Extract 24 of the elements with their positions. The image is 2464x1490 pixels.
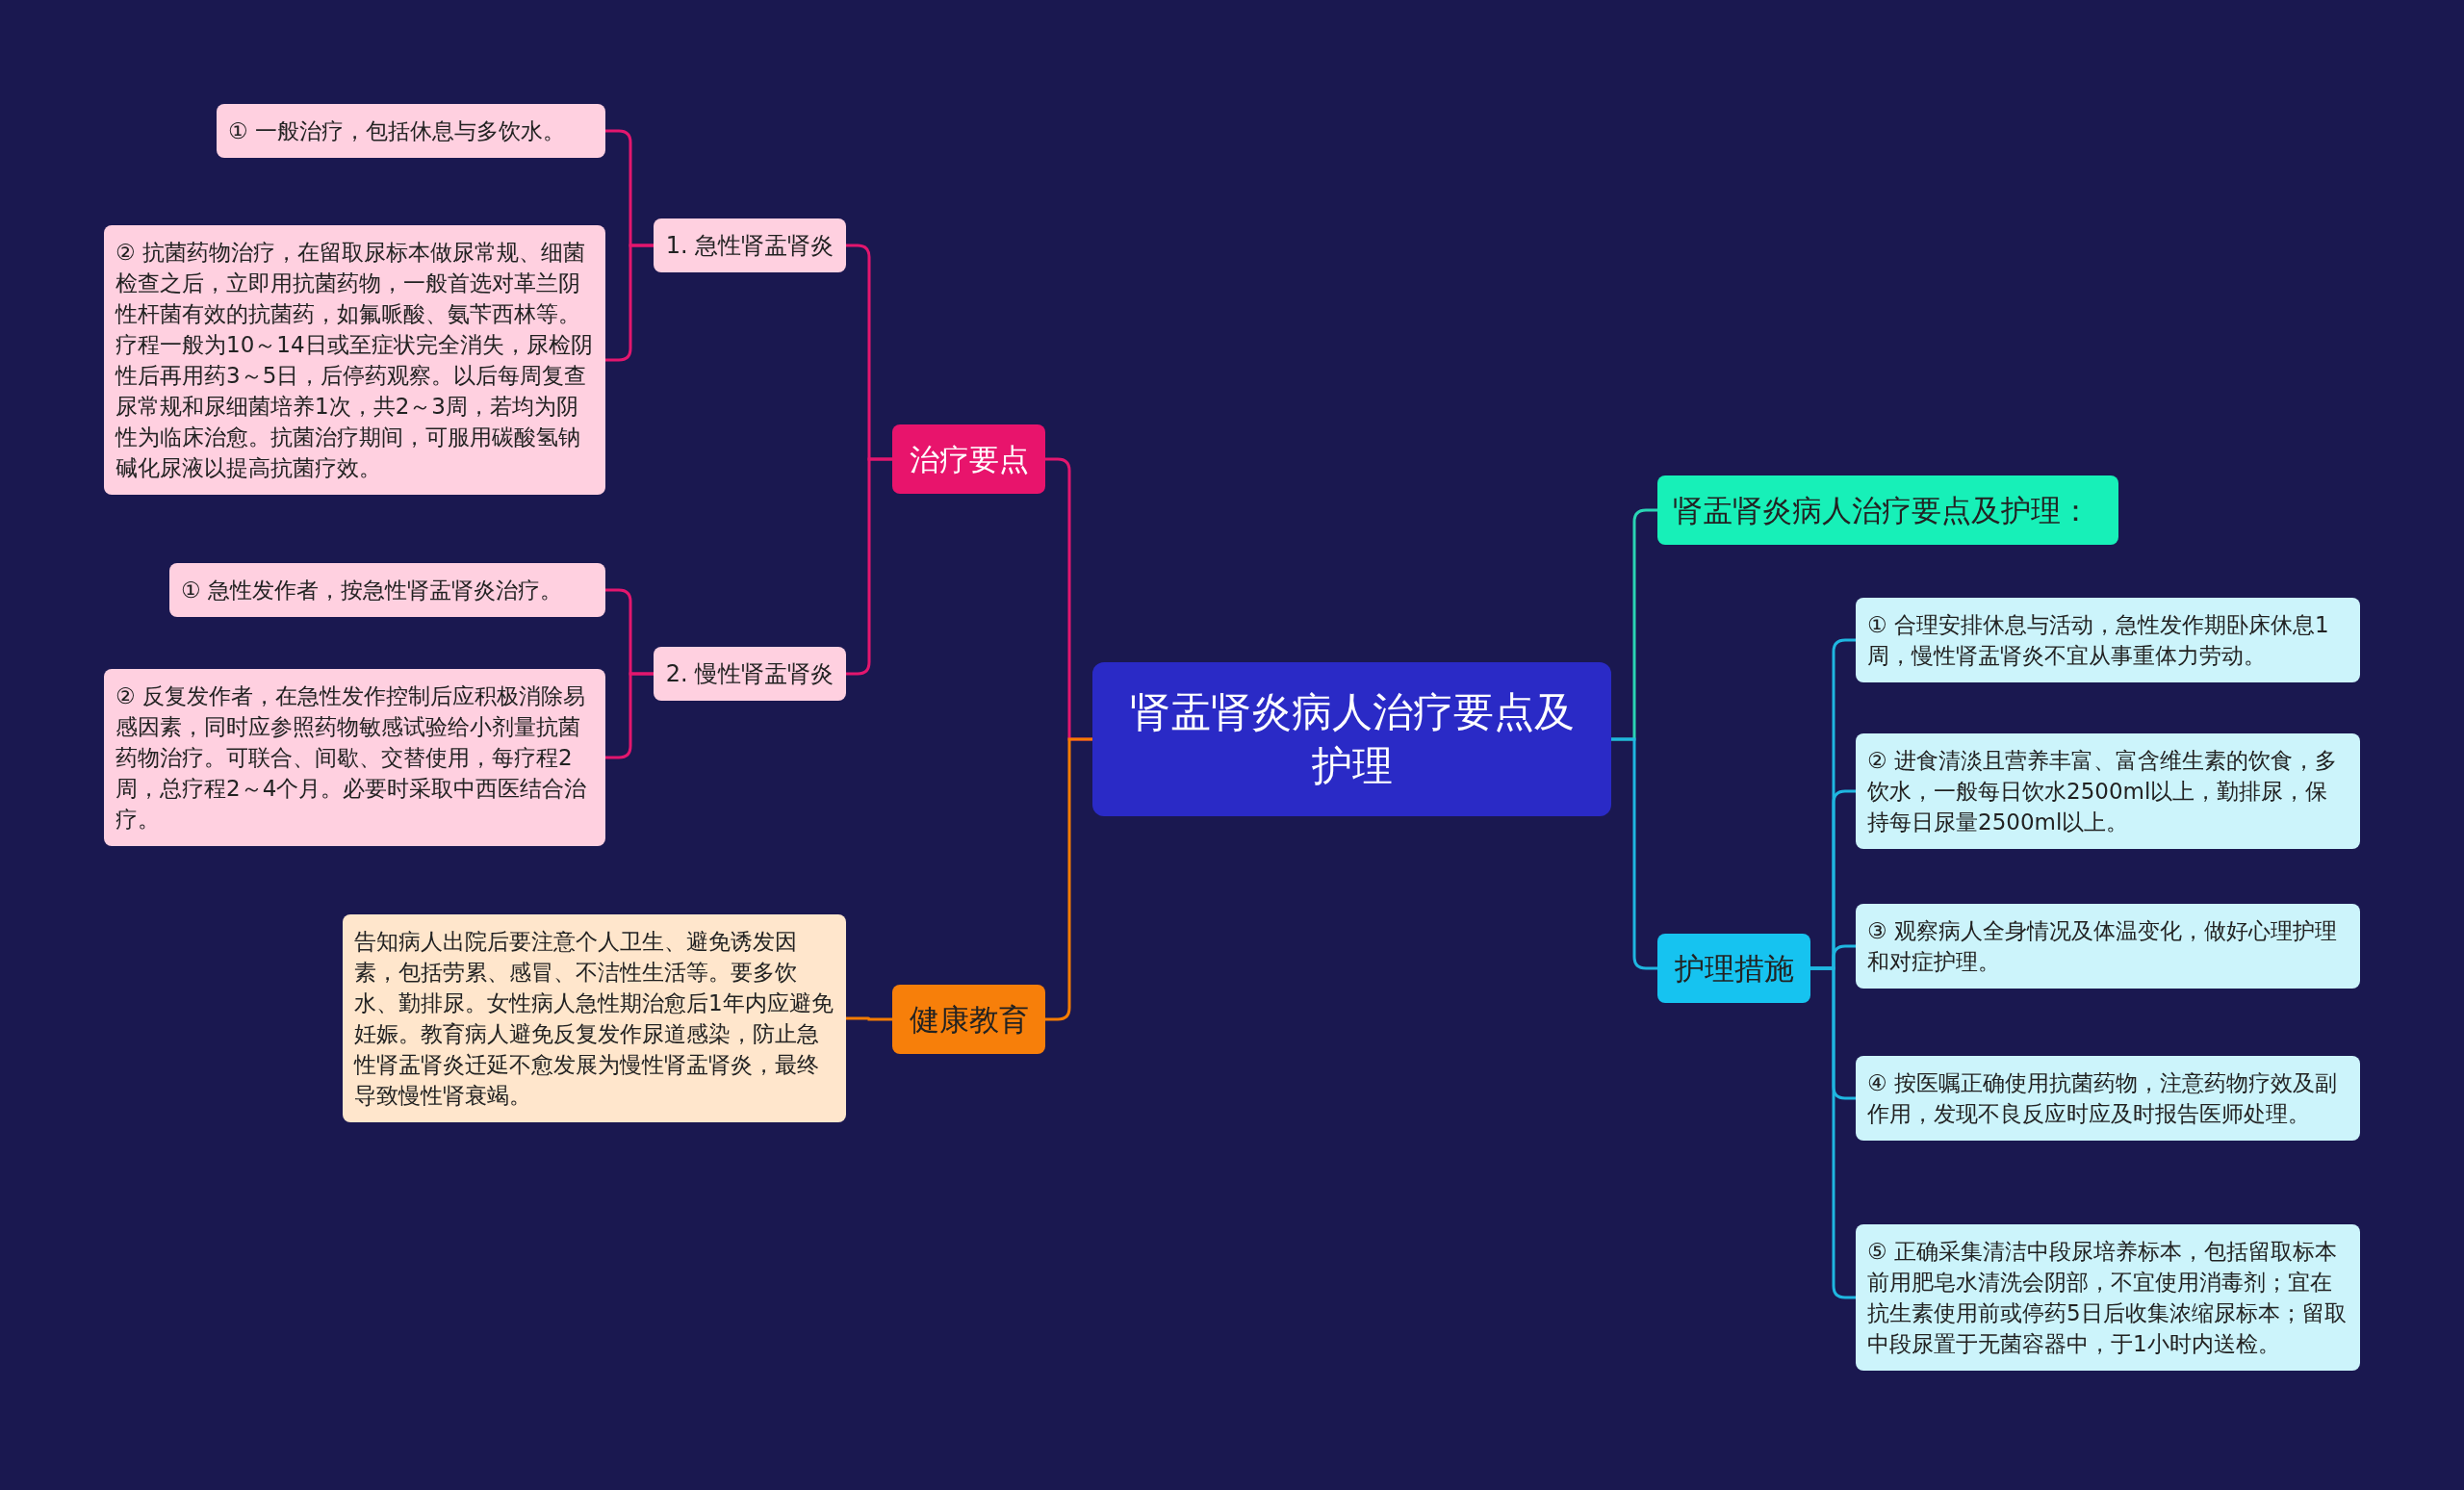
note-box: ⑤ 正确采集清洁中段尿培养标本，包括留取标本前用肥皂水清洗会阴部，不宜使用消毒剂；宜在抗生素使用前或停药5日后收集浓缩尿标本；留取中段尿置于无菌容器中，于1小时内送检。	[1856, 1224, 2360, 1371]
note-box: ② 进食清淡且营养丰富、富含维生素的饮食，多饮水，一般每日饮水2500ml以上，勤排尿，保持每日尿量2500ml以上。	[1856, 733, 2360, 849]
central-topic: 肾盂肾炎病人治疗要点及护理	[1092, 662, 1611, 816]
connector-line	[1810, 966, 1856, 1299]
subtopic-box: 1. 急性肾盂肾炎	[654, 218, 846, 272]
note-box: ① 合理安排休息与活动，急性发作期卧床休息1周，慢性肾盂肾炎不宜从事重体力劳动。	[1856, 598, 2360, 682]
note-box: ④ 按医嘱正确使用抗菌药物，注意药物疗效及副作用，发现不良反应时应及时报告医师处理。	[1856, 1056, 2360, 1141]
topic-box: 肾盂肾炎病人治疗要点及护理：	[1657, 475, 2118, 545]
connector-line	[846, 1016, 892, 1021]
connector-line	[1611, 737, 1657, 970]
connector-line	[846, 457, 892, 676]
topic-box: 治疗要点	[892, 424, 1045, 494]
subtopic-box: 2. 慢性肾盂肾炎	[654, 647, 846, 701]
topic-box: 健康教育	[892, 985, 1045, 1054]
connector-line	[1045, 737, 1092, 1021]
note-box: ③ 观察病人全身情况及体温变化，做好心理护理和对症护理。	[1856, 904, 2360, 989]
topic-box: 护理措施	[1657, 934, 1810, 1003]
note-box: ① 一般治疗，包括休息与多饮水。	[217, 104, 605, 158]
connector-line	[605, 244, 654, 362]
connector-line	[605, 672, 654, 759]
note-box: ② 抗菌药物治疗，在留取尿标本做尿常规、细菌检查之后，立即用抗菌药物，一般首选对革兰阴性杆菌有效的抗菌药，如氟哌酸、氨苄西林等。疗程一般为10～14日或至症状完全消失，尿检阴性后再用药3～5日，后停药观察。以后每周复查尿常规和尿细菌培养1次，共2～3周，若均为阴性为临床治愈。抗菌治疗期间，可服用碳酸氢钠碱化尿液以提高抗菌疗效。	[104, 225, 605, 495]
note-box: 告知病人出院后要注意个人卫生、避免诱发因素，包括劳累、感冒、不洁性生活等。要多饮水、勤排尿。女性病人急性期治愈后1年内应避免妊娠。教育病人避免反复发作尿道感染，防止急性肾盂肾炎迁延不愈发展为慢性肾盂肾炎，最终导致慢性肾衰竭。	[343, 914, 846, 1122]
note-box: ① 急性发作者，按急性肾盂肾炎治疗。	[169, 563, 605, 617]
note-box: ② 反复发作者，在急性发作控制后应积极消除易感因素，同时应参照药物敏感试验给小剂量抗菌药物治疗。可联合、间歇、交替使用，每疗程2周，总疗程2～4个月。必要时采取中西医结合治疗。	[104, 669, 605, 846]
